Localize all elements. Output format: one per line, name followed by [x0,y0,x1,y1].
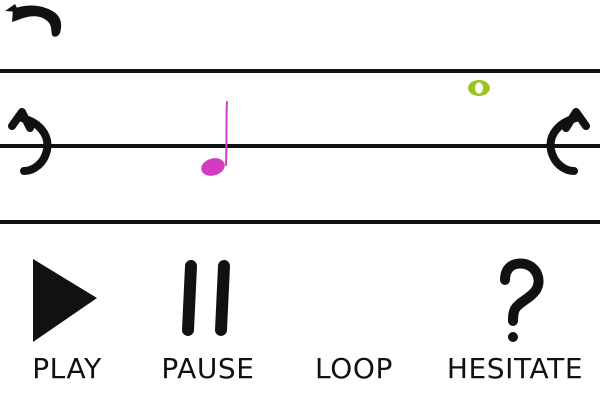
hesitate-label[interactable]: HESITATE [446,352,584,385]
music-staff [0,69,600,224]
play-label[interactable]: PLAY [32,352,102,385]
back-arrow-icon[interactable] [2,2,64,44]
pause-button[interactable] [172,258,244,338]
whole-note [464,76,494,100]
right-curved-arrow-icon[interactable] [540,104,600,182]
left-curved-arrow-icon[interactable] [0,104,60,182]
quarter-note [196,98,236,184]
play-button[interactable] [20,256,110,348]
loop-label[interactable]: LOOP [315,352,393,385]
hesitate-button[interactable] [480,256,550,346]
pause-label[interactable]: PAUSE [161,352,255,385]
